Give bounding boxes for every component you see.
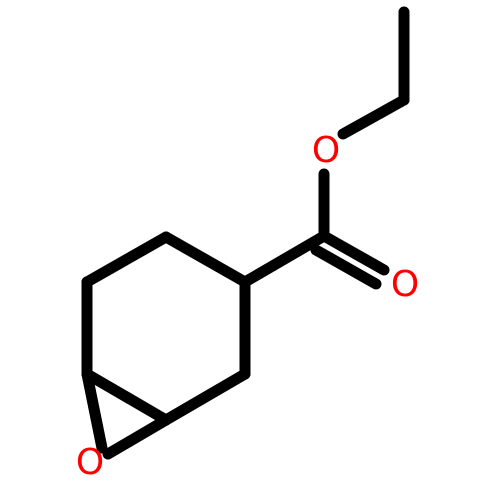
epoxide-oxygen-label: O [76, 442, 104, 483]
epoxide-bond-left [81, 368, 108, 454]
bond-carbonyl-double-b [310, 244, 382, 290]
bond-ethyl-ch2-o [337, 94, 410, 140]
epoxide-bond-right [102, 414, 172, 460]
ring-bond-5 [160, 368, 251, 426]
ester-oxygen-label: O [312, 130, 340, 171]
ring-bond-1 [160, 231, 251, 288]
bond-carbonyl-double-a [318, 230, 390, 276]
bond-carbonyl-ring [239, 230, 330, 288]
carbonyl-oxygen-label: O [391, 264, 419, 305]
ring-bond-4 [81, 368, 172, 426]
ring-bond-2 [81, 231, 172, 288]
